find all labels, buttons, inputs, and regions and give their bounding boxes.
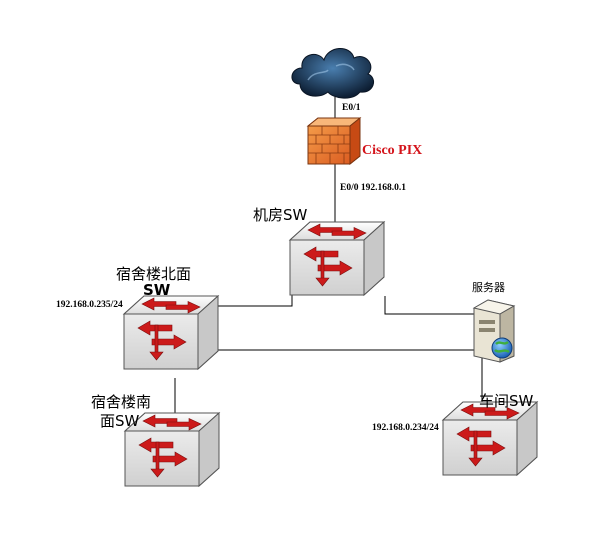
link-north-workshop: [218, 349, 483, 410]
server-label: 服务器: [472, 281, 505, 294]
workshop-switch-ip: 192.168.0.234/24: [372, 423, 439, 433]
workshop-switch-icon: [442, 401, 538, 476]
firewall-icon: [306, 116, 362, 166]
workshop-switch-label: 车间SW: [479, 392, 534, 410]
south-switch-label-line2: 面SW: [100, 412, 140, 430]
south-switch-label-line1: 宿舍楼南: [91, 393, 152, 411]
cloud-icon: [291, 48, 375, 99]
firewall-label: Cisco PIX: [362, 143, 423, 158]
server-icon: [472, 299, 516, 363]
core-switch-icon: [289, 221, 385, 296]
north-switch-icon: [123, 295, 219, 370]
core-switch-label: 机房SW: [253, 206, 308, 224]
north-switch-ip: 192.168.0.235/24: [56, 300, 123, 310]
north-switch-label-line1: 宿舍楼北面: [116, 265, 192, 283]
port-e00-label: E0/0 192.168.0.1: [340, 183, 406, 193]
port-e01-label: E0/1: [342, 103, 361, 113]
north-switch-label-line2: SW: [143, 281, 171, 299]
link-core-server: [384, 296, 486, 315]
